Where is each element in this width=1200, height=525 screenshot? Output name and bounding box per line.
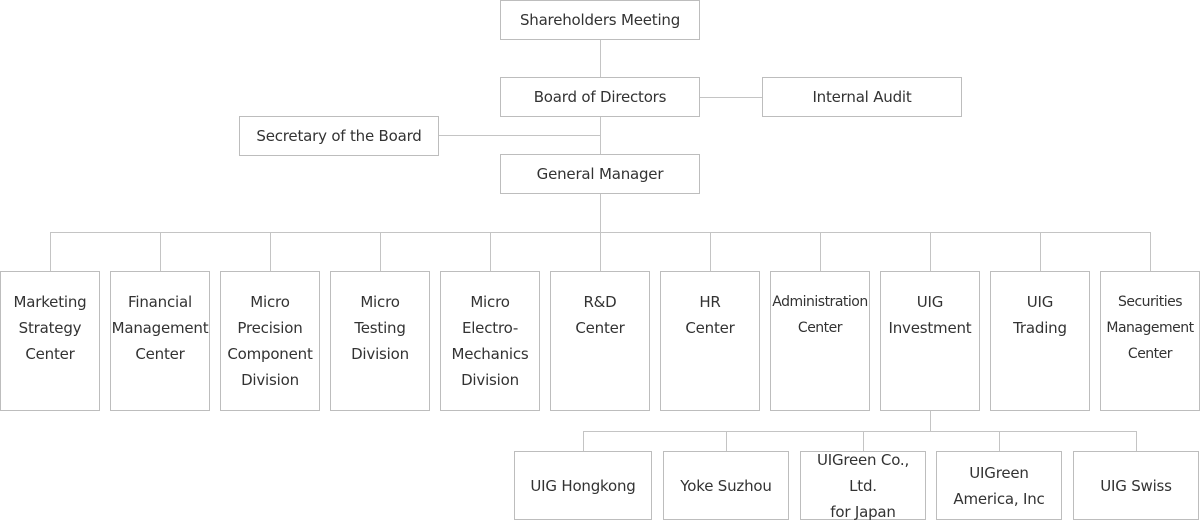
subsidiary-drop [583, 431, 584, 451]
subsidiary-box-uig-swiss: UIG Swiss [1073, 451, 1199, 520]
department-drop [1040, 232, 1041, 271]
department-drop [380, 232, 381, 271]
department-drop [490, 232, 491, 271]
department-box-micro-electro-mechanics: Micro Electro- Mechanics Division [440, 271, 540, 411]
department-box-marketing-strategy: Marketing Strategy Center [0, 271, 100, 411]
subsidiary-drop [863, 431, 864, 451]
subsidiary-box-uigreen-japan: UIGreen Co., Ltd. for Japan [800, 451, 926, 521]
department-drop [270, 232, 271, 271]
subsidiary-box-yoke-suzhou: Yoke Suzhou [663, 451, 789, 520]
department-box-rd-center: R&D Center [550, 271, 650, 411]
department-box-administration: Administration Center [770, 271, 870, 411]
connector-board-gm [600, 117, 601, 155]
department-box-securities-management: Securities Management Center [1100, 271, 1200, 411]
subsidiary-drop [726, 431, 727, 451]
department-drop [710, 232, 711, 271]
department-drop [50, 232, 51, 271]
connector-investment-bus [930, 410, 931, 431]
connector-gm-bus [600, 194, 601, 232]
connector-shareholders-board [600, 40, 601, 78]
subsidiary-bus [583, 431, 1137, 432]
board-of-directors-box: Board of Directors [500, 77, 700, 117]
general-manager-box: General Manager [500, 154, 700, 194]
subsidiary-drop [1136, 431, 1137, 451]
department-box-financial-management: Financial Management Center [110, 271, 210, 411]
department-box-uig-investment: UIG Investment [880, 271, 980, 411]
internal-audit-box: Internal Audit [762, 77, 962, 117]
department-box-micro-precision-component: Micro Precision Component Division [220, 271, 320, 411]
subsidiary-box-uig-hongkong: UIG Hongkong [514, 451, 652, 520]
connector-board-audit [700, 97, 762, 98]
department-drop [820, 232, 821, 271]
department-drop [160, 232, 161, 271]
shareholders-meeting-box: Shareholders Meeting [500, 0, 700, 40]
department-drop [1150, 232, 1151, 271]
connector-secretary [439, 135, 600, 136]
department-drop [930, 232, 931, 271]
secretary-of-the-board-box: Secretary of the Board [239, 116, 439, 156]
subsidiary-box-uigreen-america: UIGreen America, Inc [936, 451, 1062, 520]
department-box-uig-trading: UIG Trading [990, 271, 1090, 411]
department-drop [600, 232, 601, 271]
department-box-hr-center: HR Center [660, 271, 760, 411]
subsidiary-drop [999, 431, 1000, 451]
department-box-micro-testing: Micro Testing Division [330, 271, 430, 411]
